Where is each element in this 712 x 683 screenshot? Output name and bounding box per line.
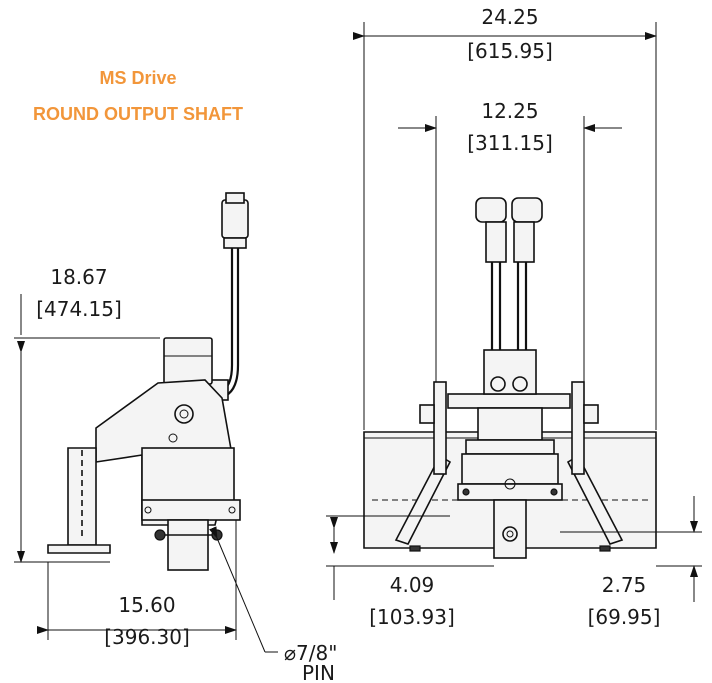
height-inches: 18.67 xyxy=(50,265,107,289)
height-mm: [474.15] xyxy=(36,297,122,321)
pin-text: PIN xyxy=(302,661,335,683)
title-line1: MS Drive xyxy=(99,68,176,88)
depth-dimension: 15.60 [396.30] xyxy=(37,520,237,649)
pin-size: ⌀7/8" xyxy=(284,641,337,665)
overall-width-inches: 24.25 xyxy=(481,5,538,29)
height-dimension: 18.67 [474.15] xyxy=(14,265,160,563)
offset-below-inches: 4.09 xyxy=(390,573,435,597)
overall-width-mm: [615.95] xyxy=(467,39,553,63)
offset-right-inches: 2.75 xyxy=(602,573,647,597)
pin-callout: ⌀7/8" PIN xyxy=(209,526,337,683)
side-view xyxy=(47,192,249,571)
mount-width-inches: 12.25 xyxy=(481,99,538,123)
depth-inches: 15.60 xyxy=(118,593,175,617)
mount-width-mm: [311.15] xyxy=(467,131,553,155)
depth-mm: [396.30] xyxy=(104,625,190,649)
overall-width-dimension: 24.25 [615.95] xyxy=(353,5,657,430)
offset-below-mm: [103.93] xyxy=(369,605,455,629)
offset-below-dimension: 4.09 [103.93] xyxy=(326,515,494,629)
mount-width-dimension: 12.25 [311.15] xyxy=(398,99,622,382)
title-line2: ROUND OUTPUT SHAFT xyxy=(33,104,243,124)
front-view xyxy=(363,197,657,559)
offset-right-dimension: 2.75 [69.95] xyxy=(560,496,702,629)
offset-right-mm: [69.95] xyxy=(588,605,661,629)
